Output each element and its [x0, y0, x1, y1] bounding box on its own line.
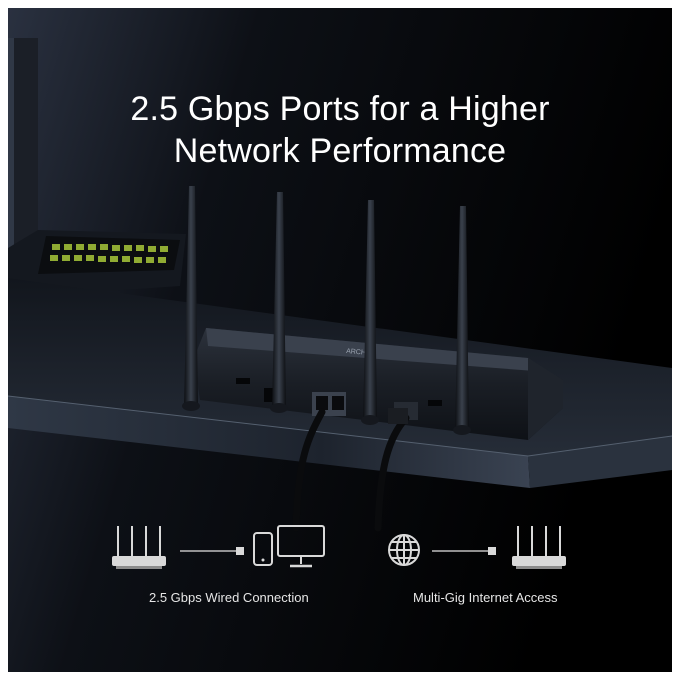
product-image-frame: ARCHER 2.5 Gbps Ports — [8, 8, 672, 672]
desk-edge — [8, 396, 530, 488]
router-brand-label: ARCHER — [346, 348, 376, 358]
headline-line-1: 2.5 Gbps Ports for a Higher — [130, 90, 550, 128]
globe-icon — [388, 534, 420, 566]
phone-icon — [253, 532, 273, 566]
feature-caption-internet: Multi-Gig Internet Access — [413, 590, 558, 605]
page-title: 2.5 Gbps Ports for a Higher Network Perf… — [8, 88, 672, 172]
ethernet-cable-icon — [180, 547, 244, 555]
antennas — [182, 186, 471, 435]
ethernet-cable-icon — [432, 547, 496, 555]
keyboard — [8, 230, 186, 298]
router-icon — [112, 526, 166, 569]
headline-line-2: Network Performance — [173, 132, 507, 170]
monitor-icon — [277, 525, 325, 568]
router-icon — [512, 526, 566, 569]
ethernet-cables — [292, 408, 410, 532]
feature-caption-wired: 2.5 Gbps Wired Connection — [149, 590, 309, 605]
